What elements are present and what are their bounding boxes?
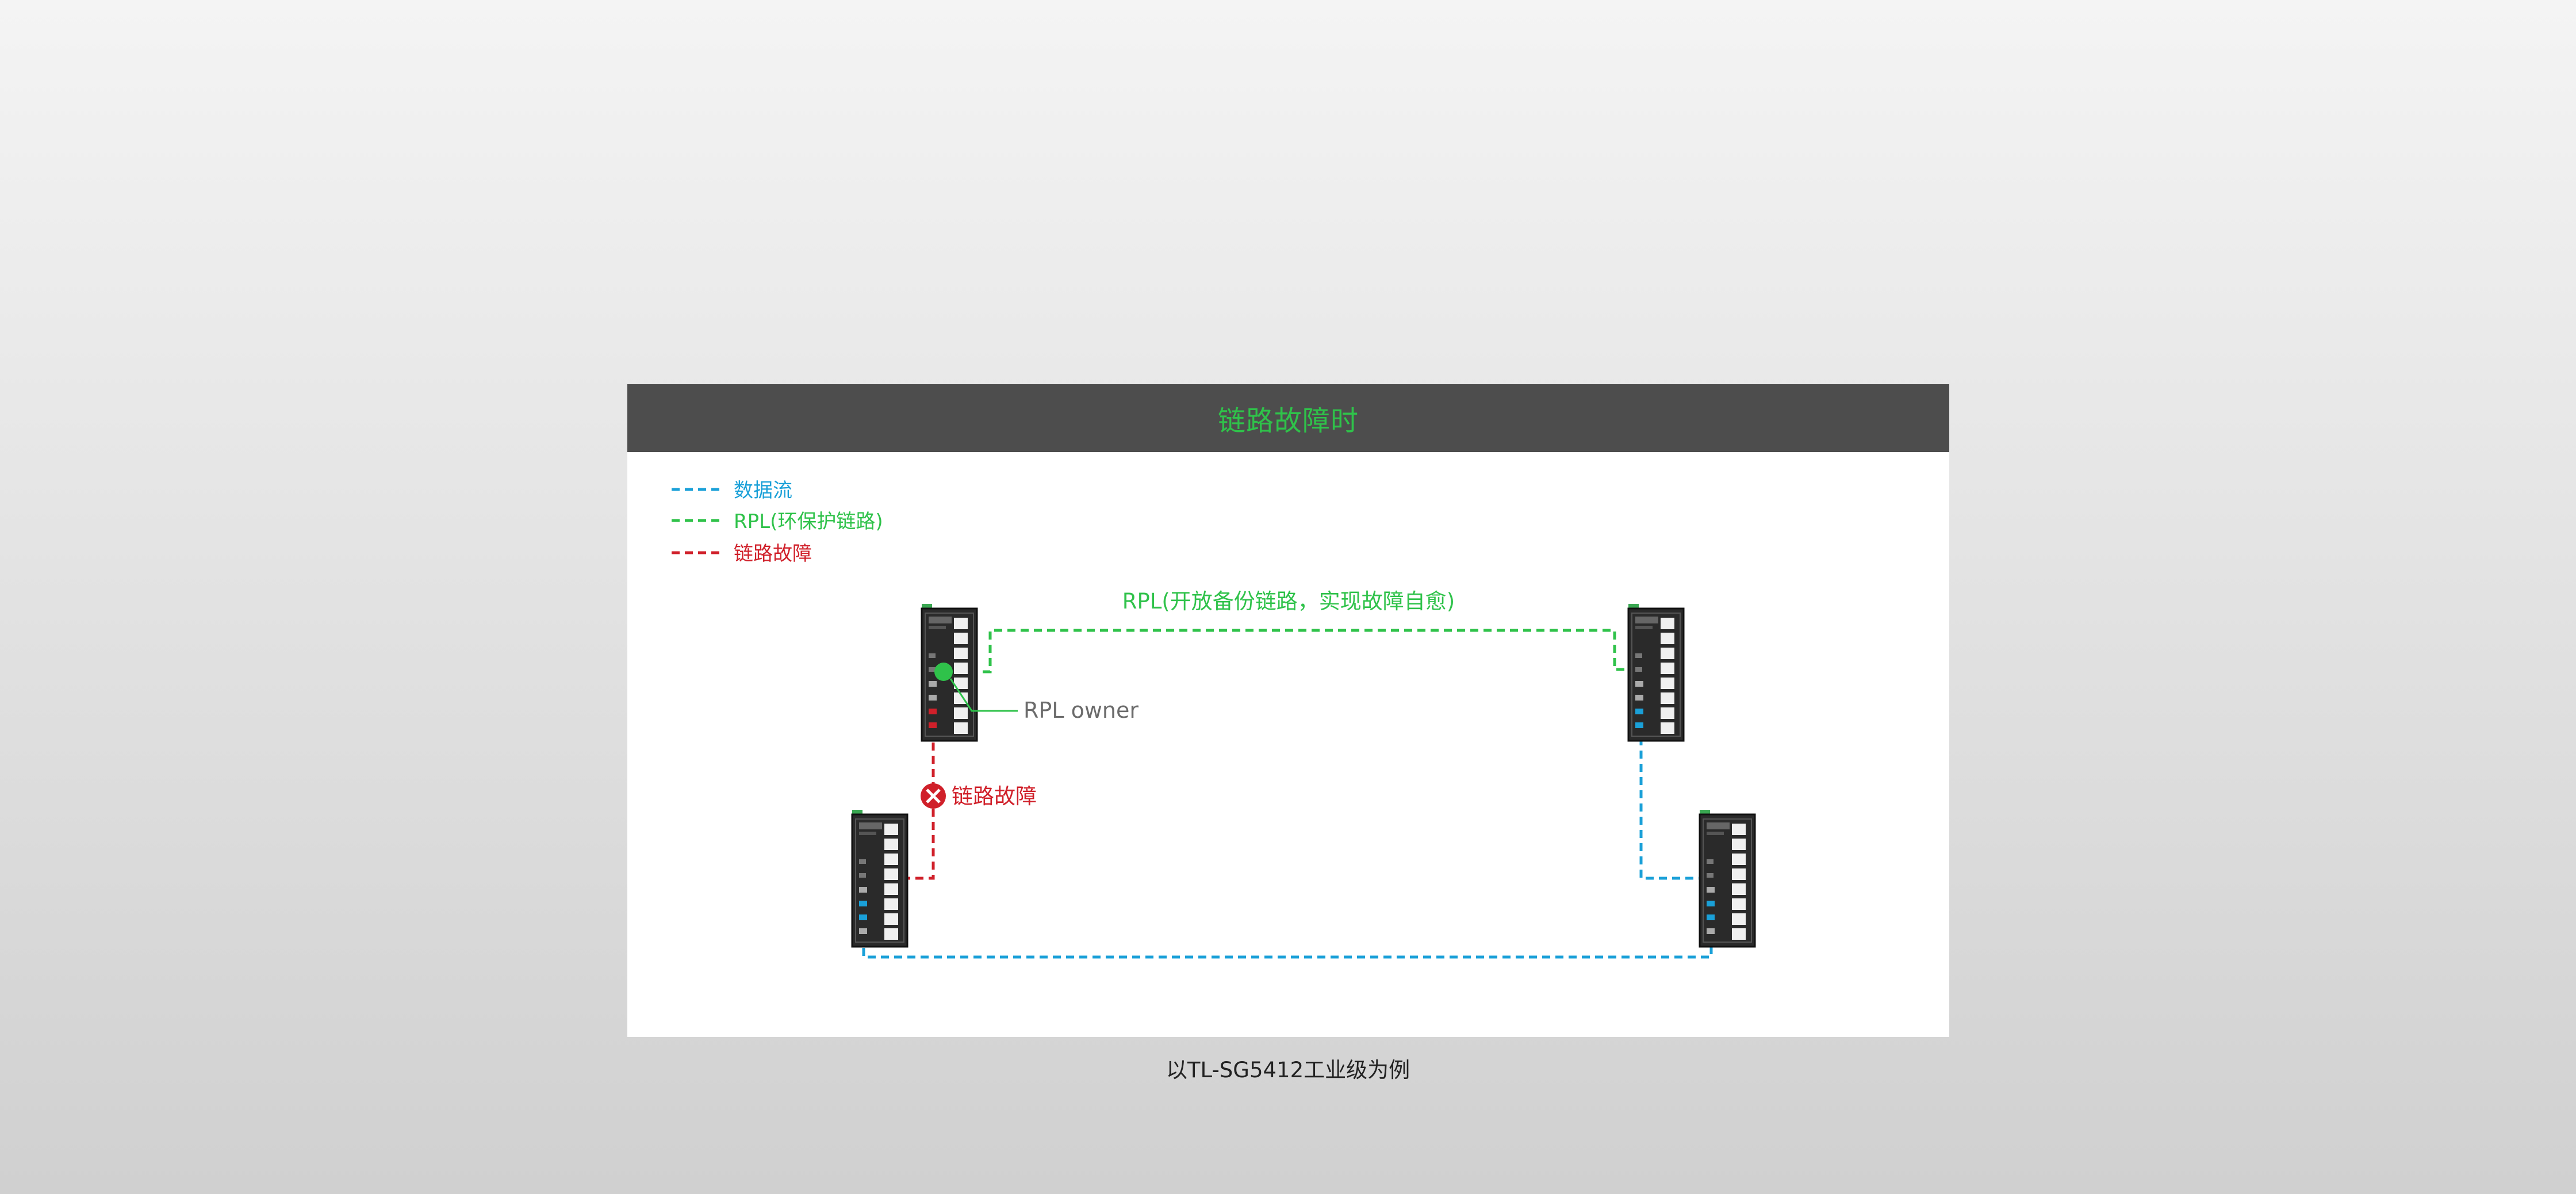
rpl-link (943, 629, 1630, 673)
rpl-owner-dot-icon (934, 663, 953, 681)
legend-label-data-flow: 数据流 (734, 479, 792, 502)
switch-top-right (1627, 603, 1685, 742)
caption: 以TL-SG5412工业级为例 (1166, 1058, 1410, 1082)
panel-header: 链路故障时 (627, 384, 1949, 452)
data-flow-link-bottom (862, 935, 1713, 959)
fault-x-icon (921, 783, 946, 809)
switch-icon (1627, 603, 1685, 742)
rpl-open-label: RPL(开放备份链路，实现故障自愈) (1122, 589, 1455, 614)
legend-label-fault: 链路故障 (734, 542, 812, 565)
data-flow-link-right (1639, 711, 1703, 880)
switch-bottom-left (851, 809, 908, 948)
fault-link (880, 716, 935, 880)
rpl-owner-leader (949, 678, 1018, 712)
fault-label: 链路故障 (952, 784, 1037, 809)
legend-label-rpl: RPL(环保护链路) (734, 510, 883, 533)
rpl-owner-label: RPL owner (1023, 698, 1138, 723)
switch-icon (1699, 809, 1756, 948)
legend: 数据流 RPL(环保护链路) 链路故障 (672, 479, 883, 565)
switch-icon (851, 809, 908, 948)
diagram-panel: 链路故障时 (627, 384, 1949, 1037)
switch-bottom-right (1699, 809, 1756, 948)
panel-title: 链路故障时 (1217, 405, 1359, 437)
switch-top-left (921, 603, 978, 742)
